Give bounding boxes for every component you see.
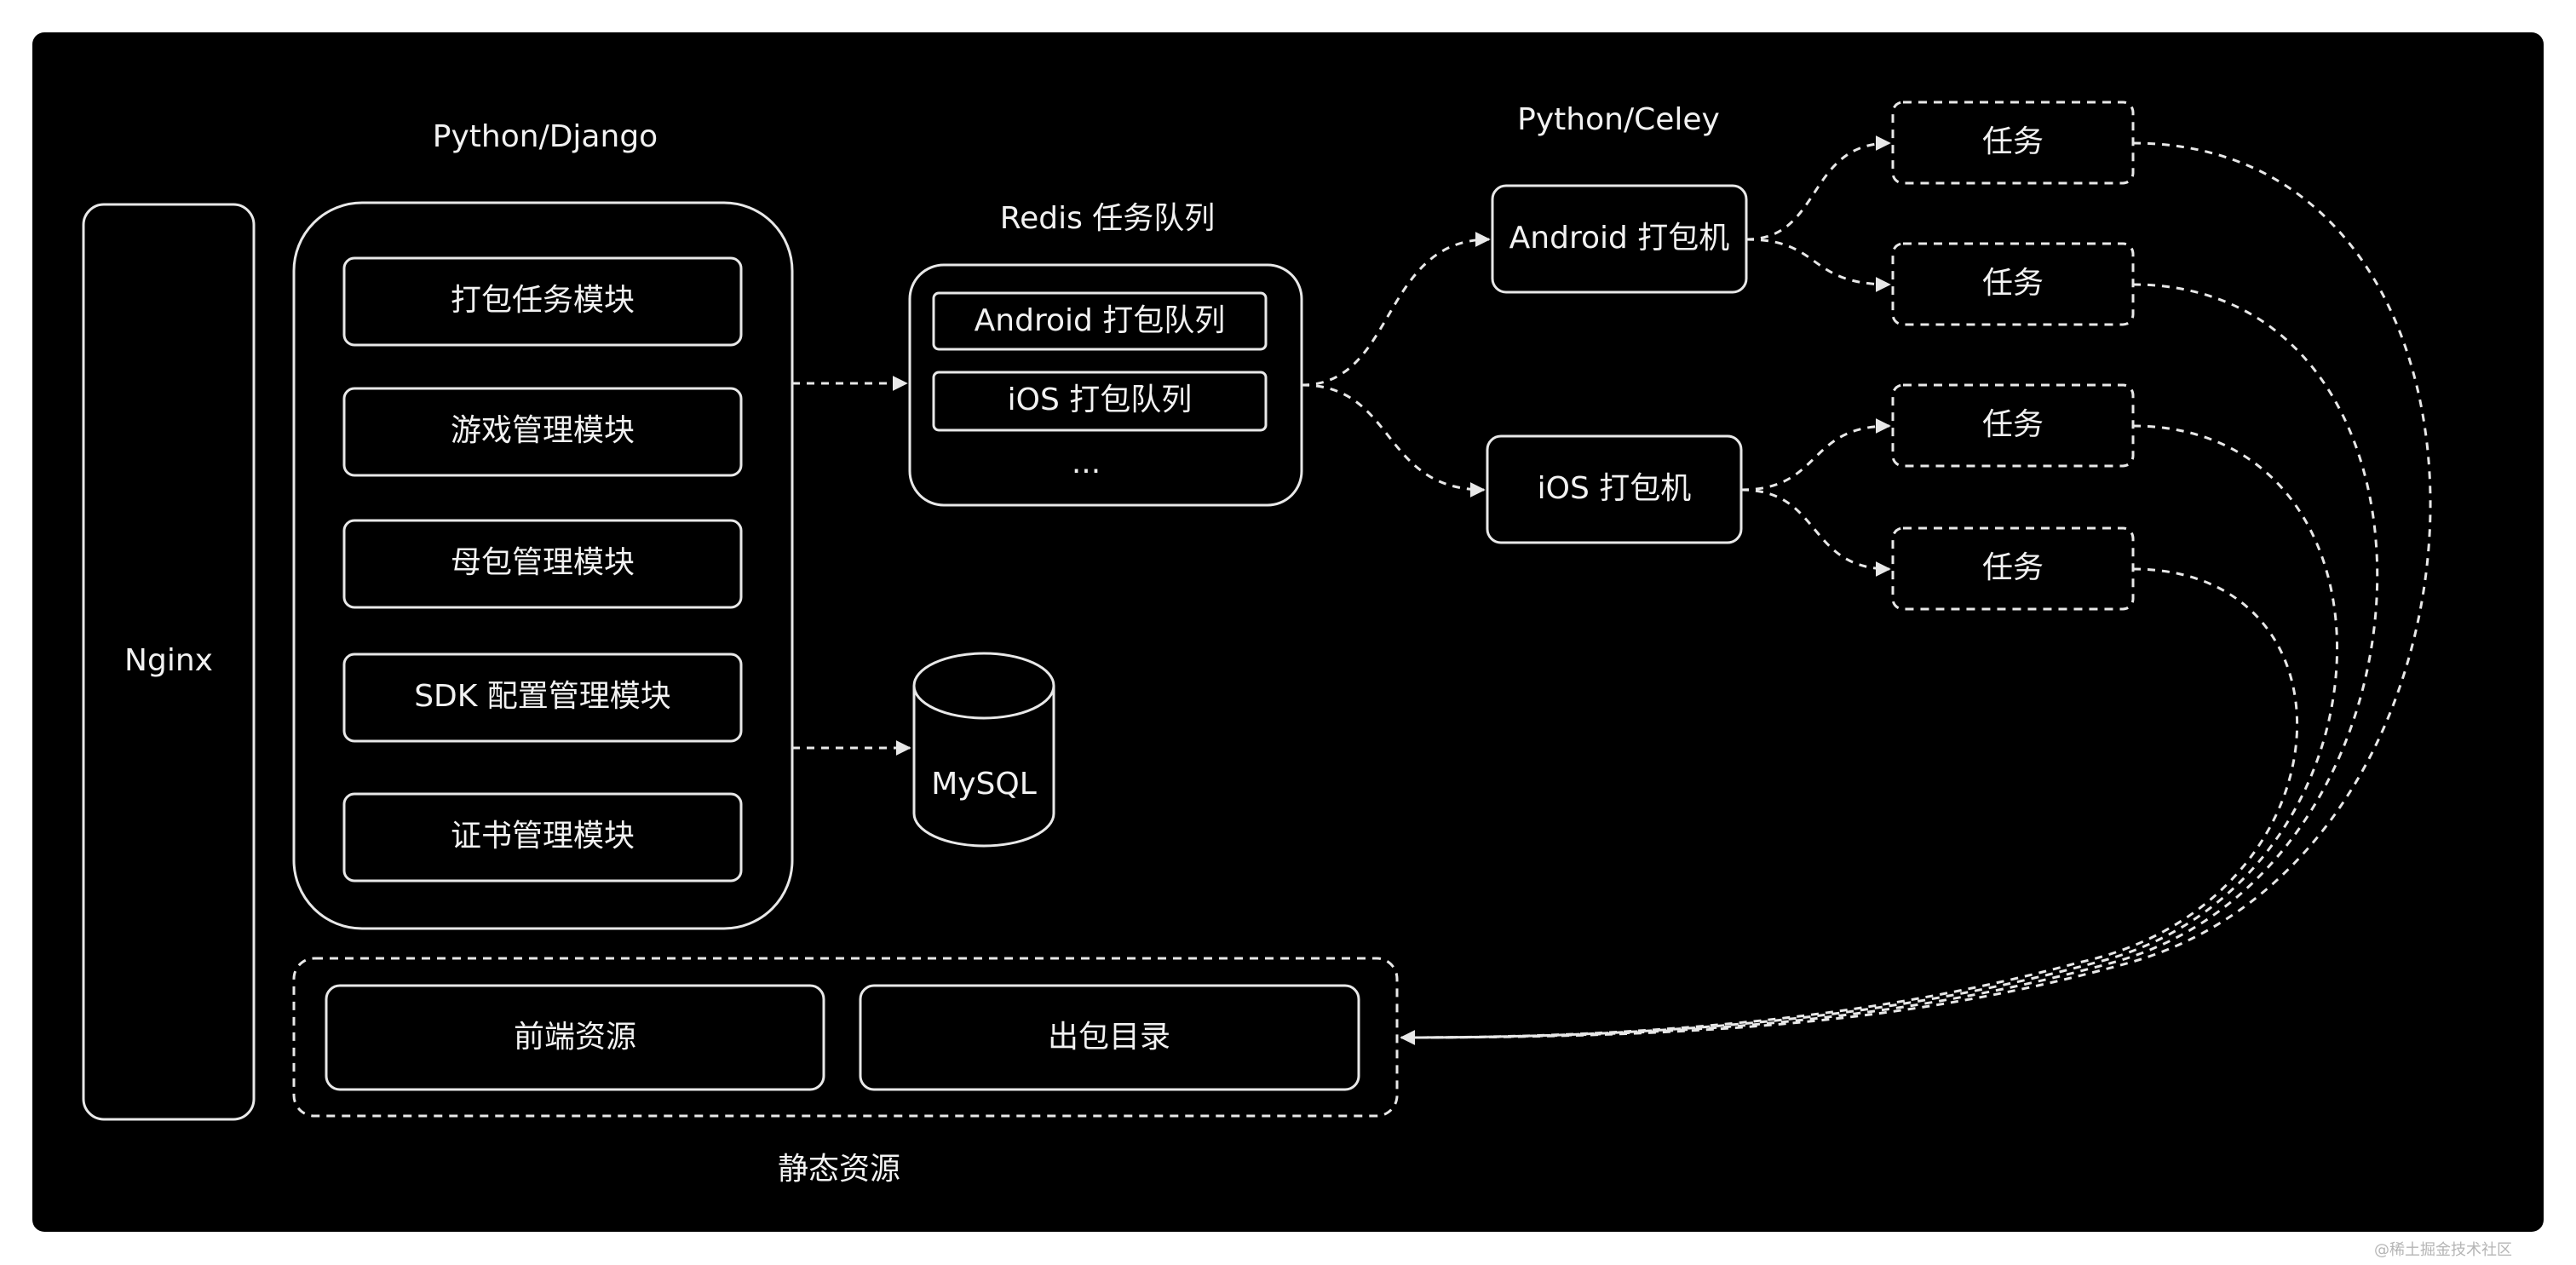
django-module-label: 证书管理模块 <box>451 819 635 854</box>
task-label: 任务 <box>1982 266 2044 301</box>
django-module-box <box>342 256 743 347</box>
django-module-box <box>342 653 743 743</box>
mysql-label: MySQL <box>931 767 1037 802</box>
django-module-label: 母包管理模块 <box>451 545 635 580</box>
django-title: Python/Django <box>433 119 658 154</box>
mysql-cylinder-top <box>912 652 1055 720</box>
edge-task1-to-output <box>1400 141 2432 1039</box>
static-item-box <box>859 984 1360 1091</box>
django-module-box <box>342 387 743 477</box>
android-worker-label: Android 打包机 <box>1509 221 1730 256</box>
task-label: 任务 <box>1982 407 2044 442</box>
redis-title: Redis 任务队列 <box>1000 201 1216 236</box>
mysql-cylinder <box>912 686 1055 848</box>
edge-android-to-task1 <box>1745 135 1891 241</box>
django-module-box <box>342 792 743 883</box>
edge-redis-to-android <box>1301 232 1491 387</box>
task-label: 任务 <box>1982 550 2044 585</box>
redis-queue-box <box>932 291 1268 351</box>
watermark: @稀土掘金技术社区 <box>2374 1241 2512 1259</box>
nginx-box <box>82 203 256 1121</box>
redis-queue-label: iOS 打包队列 <box>1008 382 1193 417</box>
edge-redis-to-ios <box>1301 383 1486 497</box>
edge-task3-to-output <box>1400 424 2339 1039</box>
django-module-label: SDK 配置管理模块 <box>414 679 671 714</box>
static-label: 静态资源 <box>778 1152 900 1187</box>
nginx-label: Nginx <box>124 643 213 678</box>
edge-ios-to-task4 <box>1740 488 1891 577</box>
diagram-frame <box>32 32 2544 1232</box>
redis-more-label: ... <box>1072 446 1101 480</box>
redis-queue-box <box>932 371 1268 432</box>
redis-queue-label: Android 打包队列 <box>975 303 1226 338</box>
django-container <box>292 201 794 930</box>
static-item-box <box>325 984 825 1091</box>
django-module-label: 打包任务模块 <box>451 283 635 318</box>
django-module-label: 游戏管理模块 <box>451 413 635 448</box>
celery-title: Python/Celey <box>1517 102 1720 137</box>
static-item-label: 前端资源 <box>514 1020 636 1055</box>
task-label: 任务 <box>1982 124 2044 159</box>
django-module-box <box>342 519 743 609</box>
edge-task2-to-output <box>1400 283 2379 1039</box>
static-item-label: 出包目录 <box>1048 1020 1170 1055</box>
ios-worker-label: iOS 打包机 <box>1538 471 1692 506</box>
edge-android-to-task2 <box>1745 238 1891 292</box>
static-container <box>292 957 1399 1118</box>
